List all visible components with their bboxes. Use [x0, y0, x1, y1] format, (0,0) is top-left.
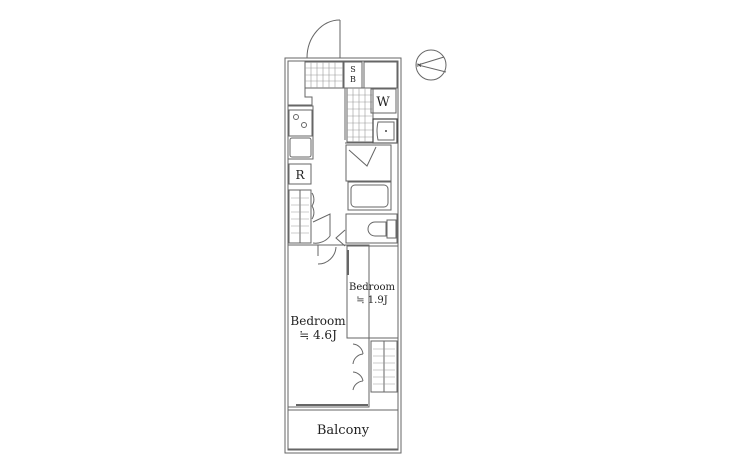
closet-left — [288, 189, 315, 244]
washer-label: W — [376, 95, 390, 110]
bedroom-small — [346, 245, 399, 339]
bedroom-small-size: ≒ 1.9J — [356, 295, 387, 306]
outer-wall — [284, 57, 402, 454]
bedroom-small-label: Bedroom — [349, 282, 395, 293]
refrigerator-label: R — [295, 168, 305, 182]
refrigerator-space — [288, 163, 312, 185]
balcony — [287, 409, 399, 450]
bathtub-icon — [347, 181, 392, 211]
balcony-label: Balcony — [317, 423, 370, 438]
kitchen-sink-icon — [289, 137, 312, 158]
corridor-wall — [288, 88, 313, 106]
kitchen-counter — [287, 105, 314, 160]
shoe-box-label-b: B — [350, 75, 356, 84]
entry-door — [306, 19, 341, 59]
closet-right — [352, 340, 398, 393]
compass-icon: N — [415, 49, 447, 81]
bathroom-door — [345, 144, 392, 182]
entry-tile-floor — [304, 61, 344, 89]
bedroom-large — [287, 244, 370, 408]
bedroom-large-label: Bedroom — [290, 314, 346, 328]
washroom-tile-floor — [346, 87, 374, 143]
bedroom-large-size: ≒ 4.6J — [299, 328, 337, 342]
washer-space — [370, 88, 397, 114]
bedroom-door — [312, 213, 331, 244]
storage — [363, 61, 398, 89]
toilet-icon — [335, 213, 398, 247]
wash-basin-icon — [372, 118, 398, 144]
stove-icon — [288, 109, 313, 137]
shoe-box-label-s: S — [350, 65, 355, 74]
compass-north-label: N — [417, 63, 422, 69]
